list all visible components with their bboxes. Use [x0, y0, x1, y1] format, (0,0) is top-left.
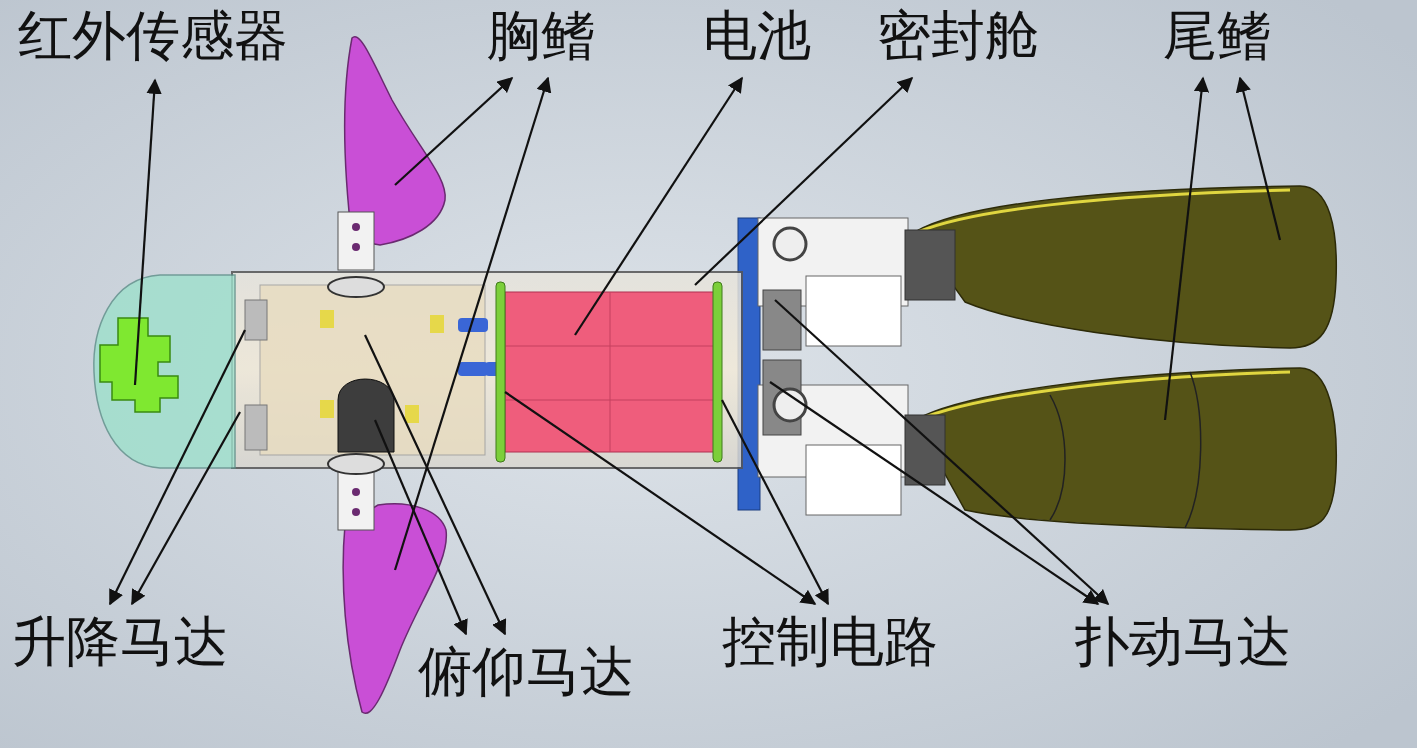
- fin-seam: [1050, 395, 1065, 520]
- servo-disc: [328, 277, 384, 297]
- pivot: [774, 389, 806, 421]
- servo: [806, 445, 901, 515]
- bolt: [352, 223, 360, 231]
- part: [320, 400, 334, 418]
- part-label: 扑动马达: [1075, 612, 1291, 672]
- part-label: 俯仰马达: [418, 642, 634, 702]
- part: [320, 310, 334, 328]
- leader-line: [395, 78, 548, 570]
- leader-line: [1240, 78, 1280, 240]
- nose-dome: [94, 275, 235, 468]
- part-label: 电池: [703, 6, 811, 66]
- battery: [505, 292, 715, 452]
- part-label: 升降马达: [12, 612, 228, 672]
- leader-line: [1165, 78, 1203, 420]
- pivot: [774, 228, 806, 260]
- motor-bay: [260, 285, 485, 455]
- leader-line: [132, 412, 240, 604]
- leader-line: [395, 78, 512, 185]
- fin-edge: [918, 190, 1290, 232]
- fin-edge: [918, 372, 1290, 420]
- leader-line: [695, 78, 912, 285]
- tail-fin: [915, 368, 1336, 530]
- fin-seam: [1185, 372, 1201, 528]
- part: [430, 315, 444, 333]
- fin-bracket: [338, 470, 374, 530]
- part-label: 控制电路: [722, 612, 938, 672]
- leader-line: [110, 330, 245, 604]
- leader-line: [135, 80, 155, 385]
- part-label: 胸鳍: [487, 6, 595, 66]
- part-label: 密封舱: [877, 6, 1039, 66]
- circuit-ring: [496, 282, 505, 462]
- sealed-hull: [232, 272, 742, 468]
- leader-line: [505, 392, 815, 604]
- motor: [245, 405, 267, 450]
- leader-lines: [110, 78, 1280, 634]
- bolt: [352, 488, 360, 496]
- motor: [245, 300, 267, 340]
- bolt: [352, 243, 360, 251]
- leader-line: [775, 300, 1108, 604]
- leader-line: [770, 382, 1098, 604]
- bolt: [352, 508, 360, 516]
- part-label: 红外传感器: [18, 6, 288, 66]
- leader-line: [575, 78, 742, 335]
- part-label: 尾鳍: [1163, 6, 1271, 66]
- servo: [806, 276, 901, 346]
- part: [405, 405, 419, 423]
- leader-line: [365, 335, 505, 634]
- servo-disc: [328, 454, 384, 474]
- pitch-motor: [338, 379, 394, 452]
- leader-line: [722, 400, 828, 604]
- circuit-ring: [713, 282, 722, 462]
- pin: [458, 362, 488, 376]
- fin-bracket: [338, 212, 374, 270]
- servo-gear: [905, 230, 955, 300]
- battery-cell: [610, 292, 611, 452]
